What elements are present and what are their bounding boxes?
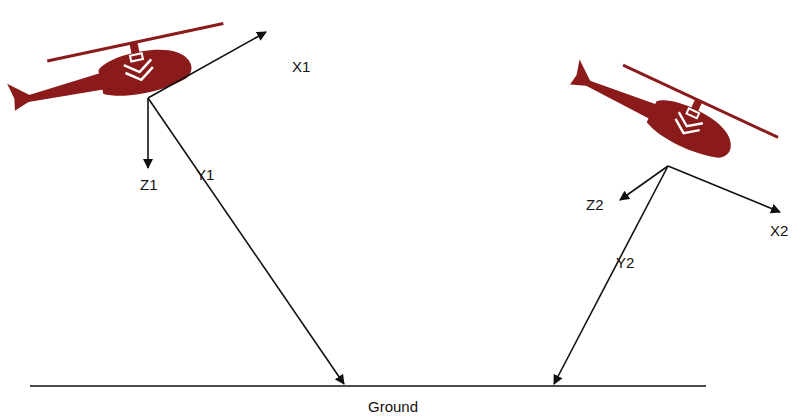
ground-label: Ground xyxy=(368,398,418,416)
z-axis xyxy=(147,98,149,168)
axis-label: Y2 xyxy=(616,254,634,272)
axis-label: X1 xyxy=(292,58,310,76)
axis-label: X2 xyxy=(770,222,788,240)
y-axis xyxy=(148,98,344,384)
y-axis xyxy=(554,166,668,384)
axis-label: Y1 xyxy=(196,166,214,184)
axis-label: Z1 xyxy=(140,176,158,194)
x-axis xyxy=(148,32,266,98)
z-axis xyxy=(620,166,668,200)
helicopter xyxy=(4,24,234,121)
helicopter xyxy=(564,47,778,182)
axis-label: Z2 xyxy=(586,196,604,214)
x-axis xyxy=(668,166,780,212)
ground-line xyxy=(30,385,706,387)
